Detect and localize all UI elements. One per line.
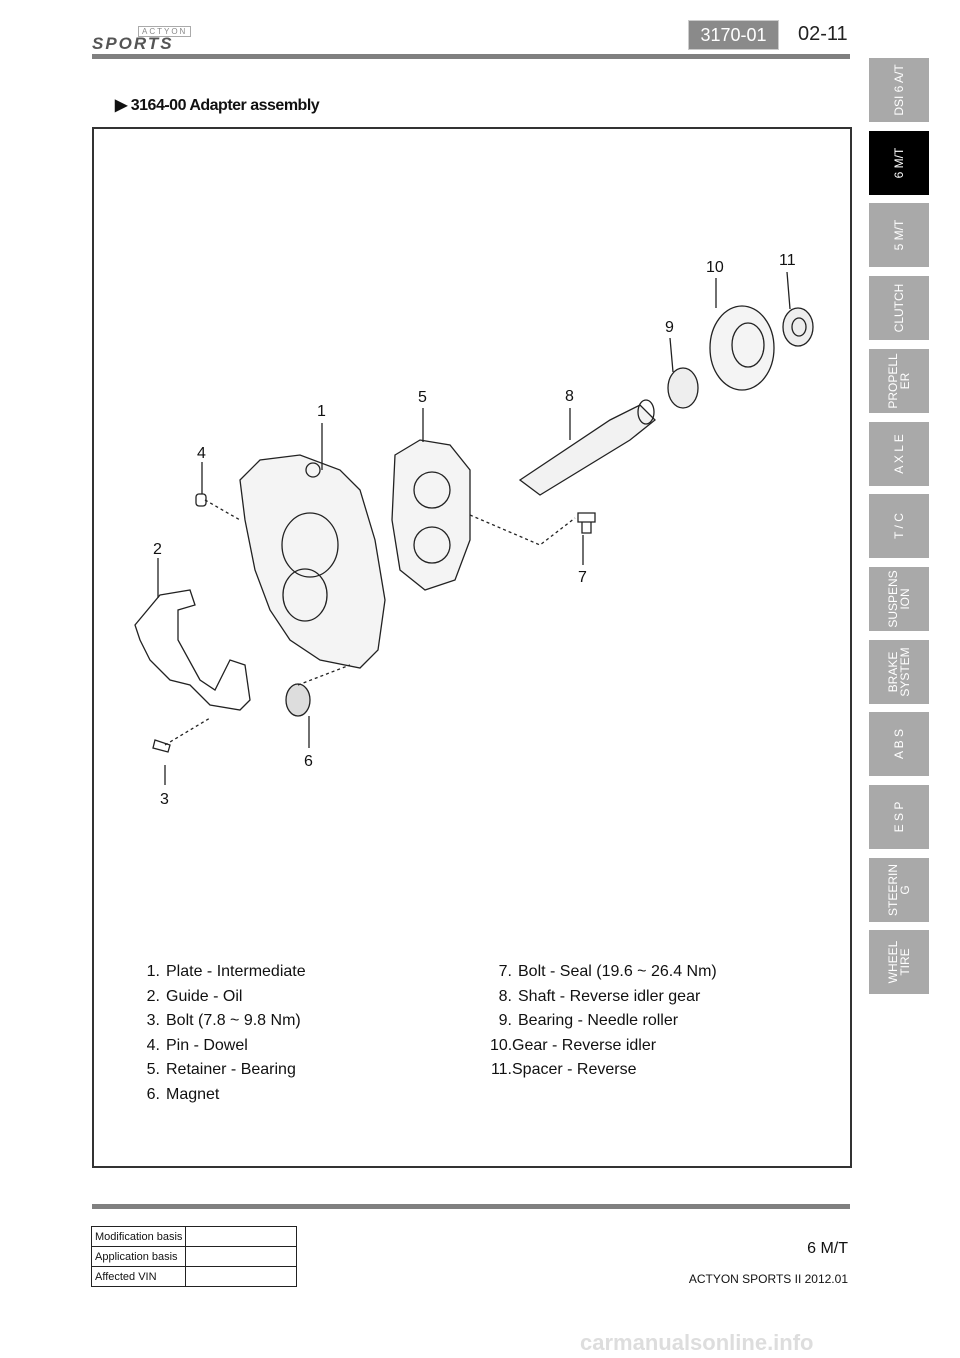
callout-5: 5: [418, 389, 427, 406]
intermediate-plate-part: [239, 454, 386, 669]
reverse-idler-shaft-part: [518, 404, 656, 496]
section-code-badge: 3170-01: [688, 20, 779, 50]
header-divider: [92, 54, 850, 59]
side-tab-propell-er[interactable]: PROPELL ER: [869, 348, 929, 413]
part-item: 9.Bearing - Needle roller: [498, 1012, 679, 1029]
callout-4: 4: [197, 445, 206, 462]
side-tab-5-m-t[interactable]: 5 M/T: [869, 203, 929, 268]
part-item: 3.Bolt (7.8 ~ 9.8 Nm): [146, 1012, 301, 1029]
side-tab-brake-system[interactable]: BRAKE SYSTEM: [869, 639, 929, 704]
needle-bearing-part: [667, 367, 699, 409]
callout-10: 10: [706, 259, 724, 276]
watermark: carmanualsonline.info: [580, 1330, 814, 1355]
part-item: 7.Bolt - Seal (19.6 ~ 26.4 Nm): [498, 963, 717, 980]
part-item: 4.Pin - Dowel: [146, 1036, 248, 1054]
callout-11: 11: [779, 252, 796, 269]
callout-1: 1: [317, 403, 326, 420]
callout-9: 9: [665, 319, 674, 336]
exploded-diagram: 1 2 3 4 5 6 7 8 9 10 11: [134, 252, 814, 808]
section-title: ▶ 3164-00 Adapter assembly: [115, 97, 320, 114]
callout-2: 2: [153, 541, 162, 558]
actyon-sports-logo: ACTYON SPORTS: [92, 26, 204, 53]
parts-list-left: 1.Plate - Intermediate 2.Guide - Oil 3.B…: [138, 960, 306, 1107]
part-item: 10.Gear - Reverse idler: [490, 1036, 657, 1054]
side-tab-a-b-s[interactable]: A B S: [869, 712, 929, 777]
reverse-spacer-part: [782, 307, 814, 347]
footer-model: ACTYON SPORTS II 2012.01: [688, 1272, 848, 1286]
side-tab-clutch[interactable]: CLUTCH: [869, 276, 929, 341]
side-tab-steerin-g[interactable]: STEERIN G: [869, 857, 929, 922]
magnet-part: [285, 683, 311, 717]
part-item: 8.Shaft - Reverse idler gear: [498, 987, 701, 1005]
part-item: 6.Magnet: [146, 1085, 220, 1103]
bearing-retainer-part: [391, 439, 471, 591]
bolt-part: [152, 739, 171, 753]
side-tab-a-x-l-e[interactable]: A X L E: [869, 421, 929, 486]
part-item: 5.Retainer - Bearing: [146, 1061, 296, 1078]
oil-guide-part: [134, 589, 251, 711]
diagram-frame: [92, 127, 852, 1168]
callout-6: 6: [304, 753, 313, 770]
revision-table: Modification basis Application basis Aff…: [90, 1226, 298, 1287]
footer-divider: [92, 1204, 850, 1209]
side-tab-suspens-ion[interactable]: SUSPENS ION: [869, 566, 929, 631]
page-number: 02-11: [798, 23, 848, 45]
callout-8: 8: [565, 388, 574, 405]
part-item: 11.Spacer - Reverse: [490, 1061, 637, 1078]
callout-3: 3: [160, 791, 169, 808]
dowel-pin-part: [195, 493, 207, 507]
part-item: 2.Guide - Oil: [146, 987, 243, 1005]
footer-section: 6 M/T: [807, 1240, 848, 1257]
parts-list-right: 7.Bolt - Seal (19.6 ~ 26.4 Nm) 8.Shaft -…: [490, 960, 717, 1083]
part-item: 1.Plate - Intermediate: [146, 963, 306, 980]
callout-7: 7: [578, 569, 587, 586]
side-tab-wheel-tire[interactable]: WHEEL TIRE: [869, 930, 929, 995]
side-tab-dsi-6-a-t[interactable]: DSI 6 A/T: [869, 58, 929, 122]
side-tab-t-c[interactable]: T / C: [869, 494, 929, 559]
side-tab-e-s-p[interactable]: E S P: [869, 785, 929, 849]
seal-bolt-part: [577, 512, 596, 534]
side-tab-6-m-t[interactable]: 6 M/T: [869, 130, 929, 195]
